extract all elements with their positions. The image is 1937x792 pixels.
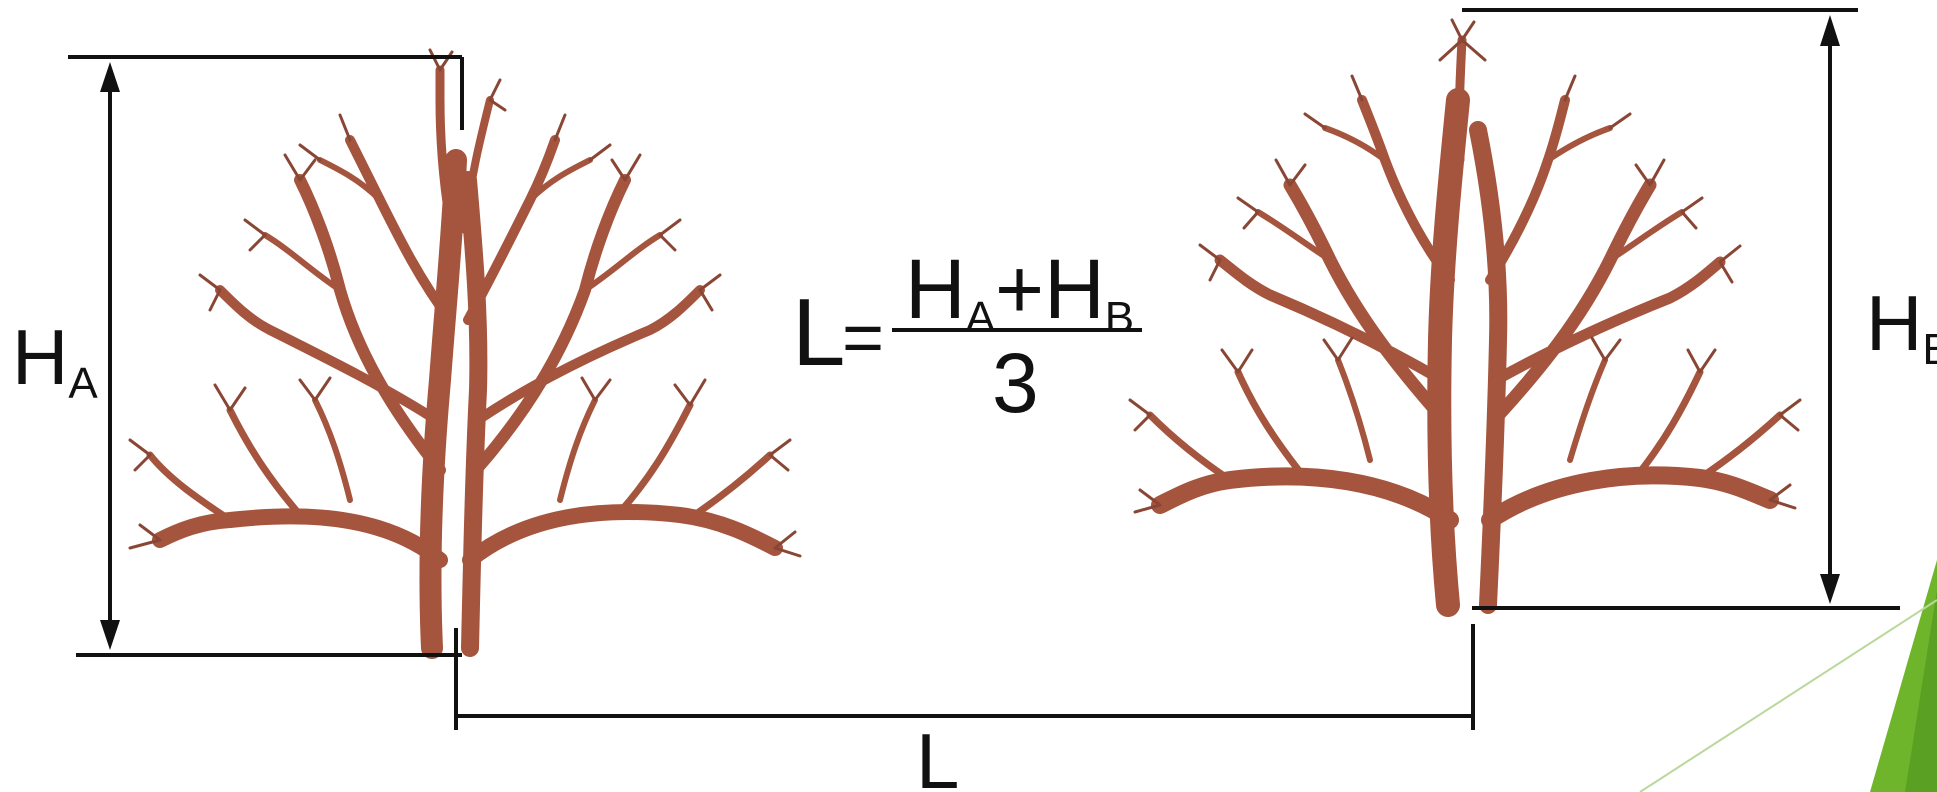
- height-a-dimension: [68, 55, 464, 657]
- tree-b-illustration: [1128, 18, 1802, 617]
- spacing-formula: L = HA+HB 3: [792, 242, 1142, 430]
- formula-equals: =: [842, 298, 884, 378]
- formula-denominator: 3: [992, 336, 1039, 430]
- height-b-subscript: B: [1922, 325, 1937, 374]
- tree-a-illustration: [128, 48, 802, 659]
- height-b-label: HB: [1866, 279, 1937, 374]
- corner-accent: [1639, 560, 1937, 792]
- spacing-label: L: [916, 717, 959, 792]
- height-a-subscript: A: [68, 359, 98, 408]
- spacing-dimension: [454, 624, 1475, 730]
- height-a-label: HA: [12, 313, 98, 408]
- height-b-dimension: [1462, 8, 1900, 610]
- formula-lhs: L: [792, 279, 845, 386]
- formula-numerator: HA+HB: [905, 242, 1134, 342]
